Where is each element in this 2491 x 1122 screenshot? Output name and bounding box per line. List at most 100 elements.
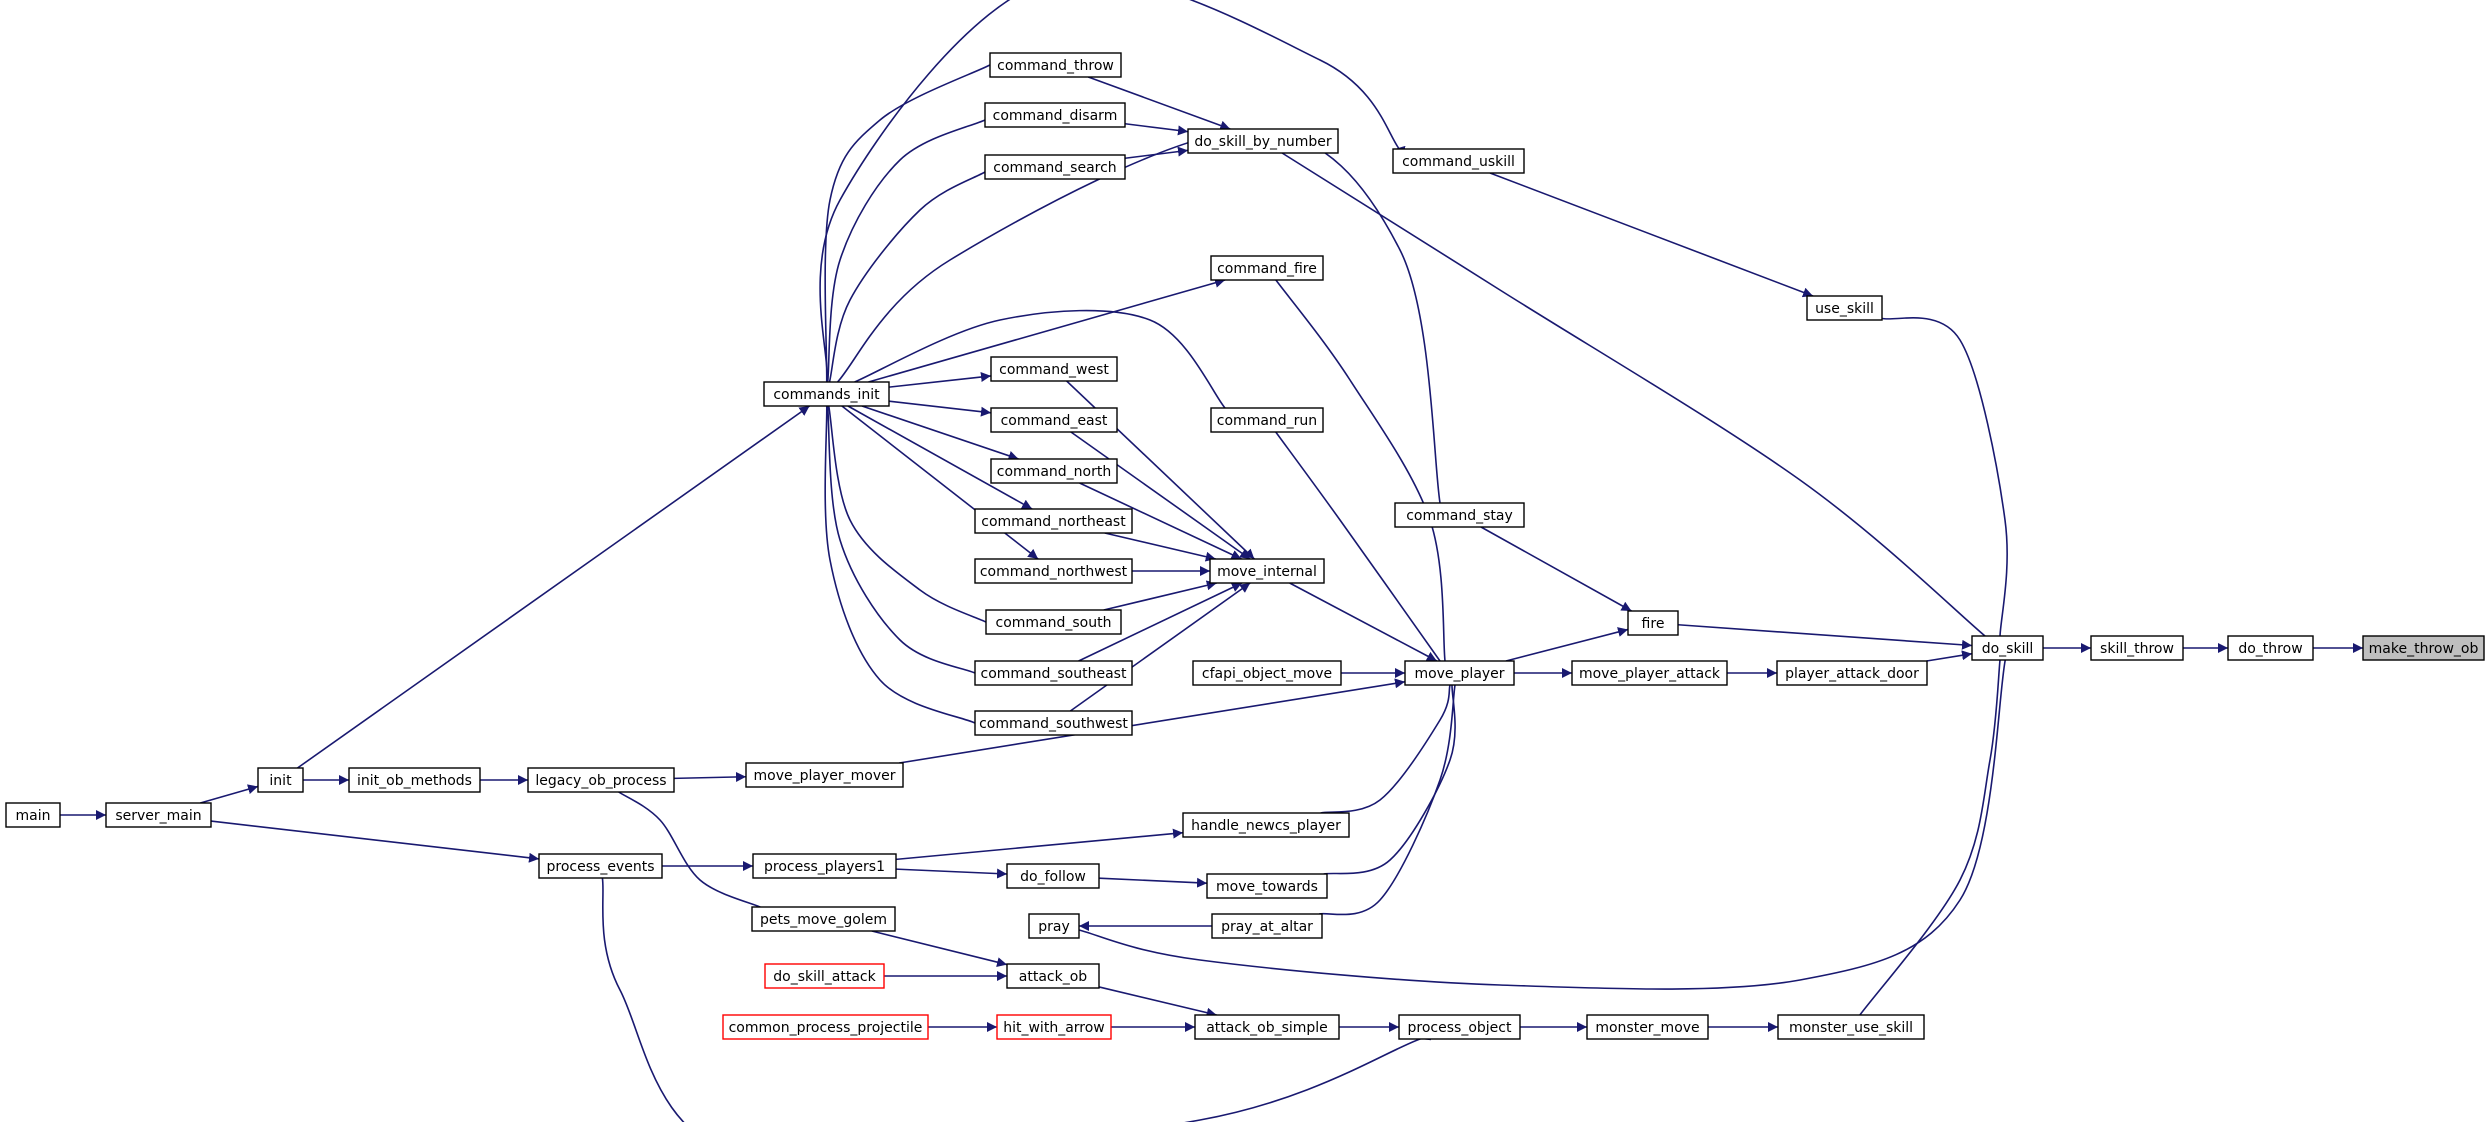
node-box xyxy=(105,802,212,828)
edge-commands_init-to-command_north xyxy=(861,405,1019,461)
node-label: process_players1 xyxy=(764,859,885,875)
node-label: main xyxy=(16,808,51,824)
node-command_east[interactable]: command_east xyxy=(990,407,1118,433)
node-fire[interactable]: fire xyxy=(1627,610,1679,636)
edge-arrow xyxy=(1926,650,1973,662)
node-do_skill_attack[interactable]: do_skill_attack xyxy=(764,963,885,989)
node-process_events[interactable]: process_events xyxy=(538,853,663,879)
edge-move_player-to-fire xyxy=(1505,627,1629,662)
node-do_throw[interactable]: do_throw xyxy=(2227,635,2314,661)
node-make_throw_ob[interactable]: make_throw_ob xyxy=(2362,635,2485,661)
node-process_object[interactable]: process_object xyxy=(1398,1014,1521,1040)
node-box xyxy=(1392,148,1525,174)
node-box xyxy=(1571,660,1728,686)
node-main[interactable]: main xyxy=(5,802,61,828)
node-label: hit_with_arrow xyxy=(1003,1020,1105,1036)
edge-arrow xyxy=(1103,580,1217,611)
node-attack_ob_simple[interactable]: attack_ob_simple xyxy=(1194,1014,1340,1040)
node-label: common_process_projectile xyxy=(729,1020,923,1036)
node-pray[interactable]: pray xyxy=(1028,913,1080,939)
node-label: attack_ob xyxy=(1019,969,1088,985)
node-monster_move[interactable]: monster_move xyxy=(1586,1014,1709,1040)
edge-legacy_ob_process-to-move_player_mover xyxy=(673,771,747,782)
node-command_southeast[interactable]: command_southeast xyxy=(974,660,1133,686)
edge-arrow xyxy=(1275,431,1450,673)
node-pets_move_golem[interactable]: pets_move_golem xyxy=(751,906,896,932)
node-box xyxy=(1187,128,1339,154)
edge-arrow xyxy=(1318,674,1462,916)
node-box xyxy=(751,906,896,932)
edge-pets_move_golem-to-attack_ob xyxy=(871,930,1008,968)
node-box xyxy=(974,558,1133,584)
edge-arrow xyxy=(601,877,1438,1122)
edge-arrow xyxy=(1505,627,1629,662)
node-command_northeast[interactable]: command_northeast xyxy=(974,508,1133,534)
node-common_process_projectile[interactable]: common_process_projectile xyxy=(722,1014,929,1040)
edge-arrow xyxy=(888,400,992,417)
node-do_skill[interactable]: do_skill xyxy=(1971,635,2044,661)
edge-process_players1-to-handle_newcs_player xyxy=(895,828,1184,861)
node-server_main[interactable]: server_main xyxy=(105,802,212,828)
node-move_towards[interactable]: move_towards xyxy=(1206,873,1328,899)
node-command_north[interactable]: command_north xyxy=(990,458,1118,484)
edge-arrow xyxy=(819,0,1406,383)
node-label: do_skill_by_number xyxy=(1194,134,1332,150)
edge-arrow xyxy=(895,868,1008,879)
node-label: command_south xyxy=(996,615,1112,631)
node-box xyxy=(990,356,1118,382)
edge-arrow xyxy=(899,678,1406,764)
node-init_ob_methods[interactable]: init_ob_methods xyxy=(348,767,481,793)
node-handle_newcs_player[interactable]: handle_newcs_player xyxy=(1182,812,1350,838)
node-box xyxy=(2090,635,2184,661)
node-command_disarm[interactable]: command_disarm xyxy=(984,102,1126,128)
node-command_northwest[interactable]: command_northwest xyxy=(974,558,1133,584)
edge-arrow xyxy=(297,405,810,769)
node-command_throw[interactable]: command_throw xyxy=(989,52,1122,78)
node-command_search[interactable]: command_search xyxy=(984,154,1126,180)
node-label: command_uskill xyxy=(1402,154,1515,170)
node-move_player_attack[interactable]: move_player_attack xyxy=(1571,660,1728,686)
node-hit_with_arrow[interactable]: hit_with_arrow xyxy=(996,1014,1112,1040)
node-command_run[interactable]: command_run xyxy=(1210,407,1324,433)
node-move_player_mover[interactable]: move_player_mover xyxy=(745,762,904,788)
node-label: command_northwest xyxy=(980,564,1128,580)
node-init[interactable]: init xyxy=(257,767,304,793)
node-label: command_disarm xyxy=(993,108,1118,124)
node-command_stay[interactable]: command_stay xyxy=(1394,502,1525,528)
edge-process_events-to-process_object xyxy=(601,877,1438,1122)
node-do_skill_by_number[interactable]: do_skill_by_number xyxy=(1187,128,1339,154)
node-command_uskill[interactable]: command_uskill xyxy=(1392,148,1525,174)
node-command_south[interactable]: command_south xyxy=(985,609,1122,635)
edge-process_players1-to-do_follow xyxy=(895,868,1008,879)
edge-command_southwest-to-move_internal xyxy=(1069,582,1251,712)
edge-commands_init-to-command_southeast xyxy=(826,405,987,682)
node-label: do_throw xyxy=(2238,641,2302,657)
node-label: pets_move_golem xyxy=(760,912,887,928)
node-box xyxy=(2362,635,2485,661)
node-player_attack_door[interactable]: player_attack_door xyxy=(1776,660,1928,686)
node-commands_init[interactable]: commands_init xyxy=(763,381,890,407)
node-use_skill[interactable]: use_skill xyxy=(1806,295,1883,321)
node-legacy_ob_process[interactable]: legacy_ob_process xyxy=(527,767,675,793)
edge-arrow xyxy=(847,405,1033,510)
node-skill_throw[interactable]: skill_throw xyxy=(2090,635,2184,661)
node-command_fire[interactable]: command_fire xyxy=(1210,255,1324,281)
node-box xyxy=(257,767,304,793)
node-do_follow[interactable]: do_follow xyxy=(1006,863,1100,889)
node-monster_use_skill[interactable]: monster_use_skill xyxy=(1777,1014,1925,1040)
node-move_player[interactable]: move_player xyxy=(1404,660,1515,686)
edge-arrow xyxy=(836,129,1447,523)
node-attack_ob[interactable]: attack_ob xyxy=(1006,963,1100,989)
node-box xyxy=(1394,502,1525,528)
node-label: do_follow xyxy=(1020,869,1086,885)
node-move_internal[interactable]: move_internal xyxy=(1209,558,1325,584)
node-label: command_southeast xyxy=(981,666,1127,682)
node-cfapi_object_move[interactable]: cfapi_object_move xyxy=(1192,660,1342,686)
edge-use_skill-to-do_skill xyxy=(1881,317,2008,647)
node-command_southwest[interactable]: command_southwest xyxy=(974,710,1133,736)
node-command_west[interactable]: command_west xyxy=(990,356,1118,382)
node-pray_at_altar[interactable]: pray_at_altar xyxy=(1211,913,1323,939)
node-label: player_attack_door xyxy=(1785,666,1919,682)
node-label: init xyxy=(269,773,292,789)
node-process_players1[interactable]: process_players1 xyxy=(752,853,897,879)
